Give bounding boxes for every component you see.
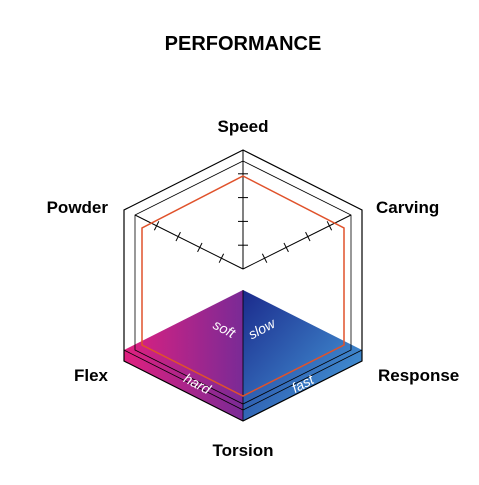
series-polygon [141,175,345,397]
spoke-powder-tick [153,221,160,231]
faces-layer [124,290,362,421]
axis-label-speed: Speed [217,117,268,136]
spoke-powder [134,214,244,270]
axis-label-carving: Carving [376,198,439,217]
face-torsion-response [243,290,362,421]
lip-line-left [123,349,244,411]
spoke-carving-tick [326,221,333,231]
spoke-carving-tick [261,253,268,263]
grid-layer [123,149,363,422]
spoke-powder-tick [175,231,181,242]
axis-label-response: Response [378,366,459,385]
spoke-carving [242,214,352,270]
lip-line-right [242,349,363,411]
series-layer [141,175,345,397]
chart-title: PERFORMANCE [165,33,322,55]
axis-label-torsion: Torsion [212,441,273,460]
axis-label-flex: Flex [74,366,109,385]
spoke-powder-tick [218,253,225,263]
axis-label-powder: Powder [47,198,109,217]
spoke-carving-tick [283,242,289,253]
spoke-powder-tick [197,242,203,253]
face-flex-torsion [124,290,243,421]
spoke-carving-tick [305,231,311,242]
